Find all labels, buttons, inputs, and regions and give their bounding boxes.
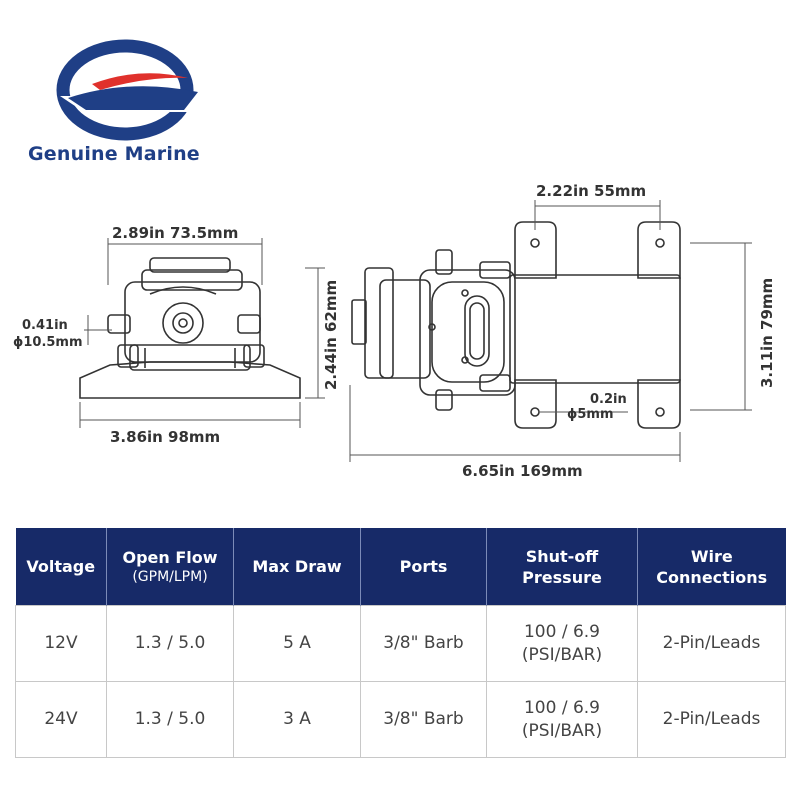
header-wire-connections: Wire Connections [637, 528, 786, 606]
mount-spacing-label: 2.22in 55mm [536, 182, 646, 200]
cell-wire-connections: 2-Pin/Leads [637, 605, 786, 682]
header-open-flow-unit: (GPM/LPM) [132, 569, 208, 585]
brand-name: Genuine Marine [28, 143, 200, 165]
cell-open-flow: 1.3 / 5.0 [106, 605, 234, 682]
table-row: 12V 1.3 / 5.0 5 A 3/8" Barb 100 / 6.9 (P… [15, 605, 786, 682]
side-height-label: 3.11in 79mm [758, 278, 776, 388]
cell-voltage: 24V [15, 681, 107, 758]
cell-open-flow: 1.3 / 5.0 [106, 681, 234, 758]
cell-ports: 3/8" Barb [360, 681, 487, 758]
header-shutoff-pressure: Shut-off Pressure [486, 528, 638, 606]
front-width-dimension [107, 238, 263, 285]
front-height-label: 2.44in 62mm [322, 280, 340, 390]
base-width-label: 3.86in 98mm [110, 428, 220, 446]
genuine-marine-logo [56, 39, 208, 141]
header-voltage: Voltage [15, 528, 107, 606]
spec-header-row: Voltage Open Flow(GPM/LPM) Max Draw Port… [15, 528, 786, 606]
front-width-label: 2.89in 73.5mm [112, 224, 238, 242]
cell-ports: 3/8" Barb [360, 605, 487, 682]
cell-voltage: 12V [15, 605, 107, 682]
header-open-flow: Open Flow(GPM/LPM) [106, 528, 234, 606]
port-diameter-dimension [84, 315, 112, 345]
cell-shutoff-pressure: 100 / 6.9 (PSI/BAR) [486, 681, 638, 758]
pump-front-view [79, 257, 301, 399]
cell-shutoff-pressure: 100 / 6.9 (PSI/BAR) [486, 605, 638, 682]
side-height-dimension [690, 242, 752, 411]
cell-max-draw: 3 A [233, 681, 361, 758]
port-diameter-mm-label: ϕ10.5mm [13, 335, 83, 350]
cell-wire-connections: 2-Pin/Leads [637, 681, 786, 758]
overall-length-dimension [349, 385, 681, 462]
mount-spacing-dimension [534, 200, 661, 230]
pump-side-view [351, 221, 681, 429]
port-diameter-in-label: 0.41in [22, 318, 68, 333]
header-max-draw: Max Draw [233, 528, 361, 606]
cell-max-draw: 5 A [233, 605, 361, 682]
base-width-dimension [79, 402, 301, 428]
hole-diameter-mm-label: ϕ5mm [567, 407, 614, 422]
table-row: 24V 1.3 / 5.0 3 A 3/8" Barb 100 / 6.9 (P… [15, 681, 786, 758]
front-height-dimension [305, 267, 325, 399]
overall-length-label: 6.65in 169mm [462, 462, 583, 480]
hole-diameter-in-label: 0.2in [590, 392, 627, 407]
spec-table: Voltage Open Flow(GPM/LPM) Max Draw Port… [15, 528, 786, 758]
pump-dimension-drawing: 2.89in 73.5mm 0.41in ϕ10.5mm 2.44in 62mm… [13, 182, 776, 480]
header-ports: Ports [360, 528, 487, 606]
